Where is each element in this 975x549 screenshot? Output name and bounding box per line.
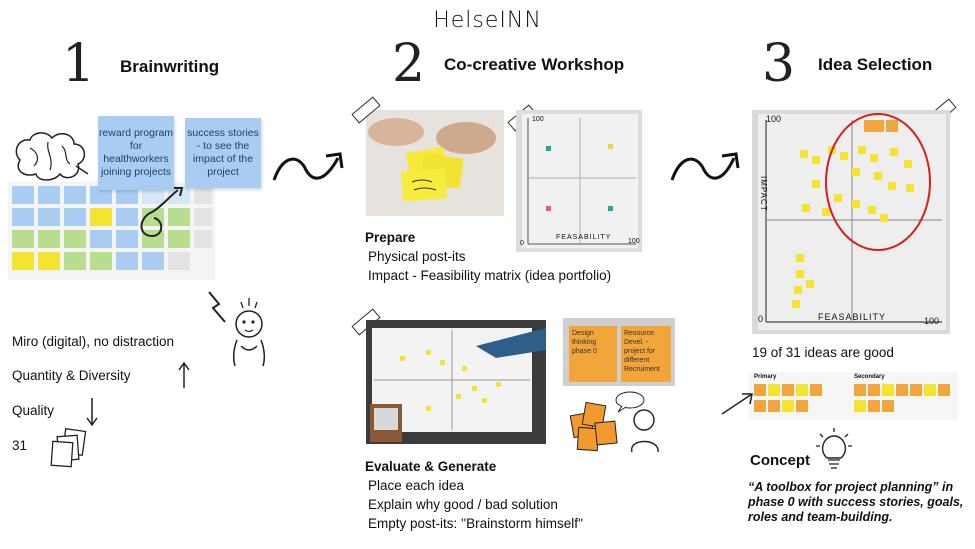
selection-summary: 19 of 31 ideas are good xyxy=(752,345,894,360)
phase1-line-count: 31 xyxy=(12,438,28,453)
phase1-line-quantity: Quantity & Diversity xyxy=(12,368,131,383)
photo-impact-feasibility-matrix: 100 0 100 FEASABILITY xyxy=(516,110,642,252)
page-title: HelseINN xyxy=(433,8,542,33)
matrix-x-max: 100 xyxy=(628,238,640,245)
prepare-item: Physical post-its xyxy=(368,249,466,264)
photo-idea-selection-matrix: 100 IMPACT 0 FEASABILITY 100 xyxy=(752,110,950,334)
card-stack-icon xyxy=(50,428,87,468)
selection-y-label: IMPACT xyxy=(759,176,768,212)
matrix-x-label: FEASABILITY xyxy=(556,234,612,241)
flow-arrow-1-icon xyxy=(272,152,344,181)
evaluate-heading: Evaluate & Generate xyxy=(365,459,497,474)
evaluate-item: Empty post-its: ''Brainstorm himself'' xyxy=(368,516,584,531)
phase2-number: 2 xyxy=(392,34,426,94)
photo-orange-notes: Design thinking phase 0 Resource Devel. … xyxy=(563,318,675,386)
arrow-down-icon xyxy=(86,398,98,427)
flow-arrow-2-icon xyxy=(670,152,740,181)
curl-arrow-icon xyxy=(140,187,184,238)
selection-y-max: 100 xyxy=(766,114,782,124)
phase3-number: 3 xyxy=(762,34,796,94)
board-secondary-label: Secondary xyxy=(854,374,885,380)
idea-note-success-stories: success stories - to see the impact of t… xyxy=(185,118,261,188)
matrix-y-max: 100 xyxy=(532,116,544,123)
arrow-to-concept-icon xyxy=(721,393,753,415)
board-primary-label: Primary xyxy=(754,374,777,380)
concept-heading: Concept xyxy=(750,452,810,469)
prepare-item: Impact - Feasibility matrix (idea portfo… xyxy=(368,268,612,283)
selection-origin: 0 xyxy=(758,314,764,324)
phase1-number: 1 xyxy=(62,34,96,94)
distracted-person-icon xyxy=(208,291,266,367)
concept-quote: “A toolbox for project planning” in phas… xyxy=(748,480,964,524)
photo-workshop-evaluation xyxy=(366,320,546,444)
selection-x-label: FEASABILITY xyxy=(818,312,887,322)
brain-icon xyxy=(15,132,89,181)
evaluate-item: Place each idea xyxy=(368,478,465,493)
phase1-title: Brainwriting xyxy=(120,57,220,76)
phase2-title: Co-creative Workshop xyxy=(444,55,625,74)
photo-note-design-thinking: Design thinking phase 0 xyxy=(569,326,617,382)
photo-note-resource: Resource Devel. - project for different … xyxy=(621,326,671,382)
person-with-notes-icon xyxy=(569,391,659,453)
selection-x-max: 100 xyxy=(924,316,940,326)
lightbulb-icon xyxy=(816,428,852,469)
arrow-up-icon xyxy=(178,361,190,388)
phase3-title: Idea Selection xyxy=(818,55,933,74)
evaluate-item: Explain why good / bad solution xyxy=(368,497,558,512)
phase1-line-quality: Quality xyxy=(12,403,55,418)
matrix-origin: 0 xyxy=(520,240,524,247)
idea-note-reward-program: reward program for healthworkers joining… xyxy=(98,116,174,190)
prepare-heading: Prepare xyxy=(365,230,416,245)
phase1-line-miro: Miro (digital), no distraction xyxy=(12,334,175,349)
photo-writing-postits xyxy=(366,110,504,216)
concept-board-thumbnail: Primary Secondary xyxy=(748,372,958,420)
